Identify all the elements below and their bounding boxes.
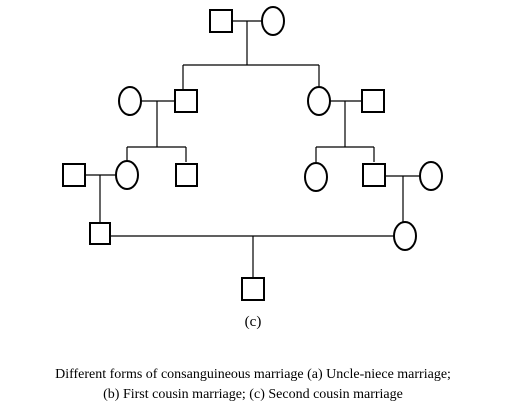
gen4-female-symbol — [393, 221, 417, 251]
gen2-left-female-symbol — [118, 86, 142, 116]
panel-label: (c) — [244, 314, 262, 330]
gen4-male-symbol — [89, 222, 111, 245]
figure-caption: Different forms of consanguineous marria… — [0, 365, 506, 405]
gen5-male-symbol — [241, 277, 265, 301]
gen3-spouse-female-symbol — [419, 161, 443, 191]
gen2-right-male-symbol — [361, 89, 385, 113]
gen1-male-symbol — [209, 9, 233, 33]
gen2-left-male-symbol — [174, 89, 198, 113]
pedigree-chart — [62, 6, 443, 301]
gen2-right-female-symbol — [307, 86, 331, 116]
gen3-spouse-male-symbol — [62, 163, 86, 187]
gen3-right-male-symbol — [362, 163, 386, 187]
caption-line-2: (b) First cousin marriage; (c) Second co… — [103, 387, 403, 402]
gen3-left-female-symbol — [115, 160, 139, 190]
gen3-right-female-symbol — [304, 162, 328, 192]
gen1-female-symbol — [261, 6, 285, 36]
caption-line-1: Different forms of consanguineous marria… — [55, 367, 451, 382]
gen3-left-male-symbol — [175, 163, 198, 187]
